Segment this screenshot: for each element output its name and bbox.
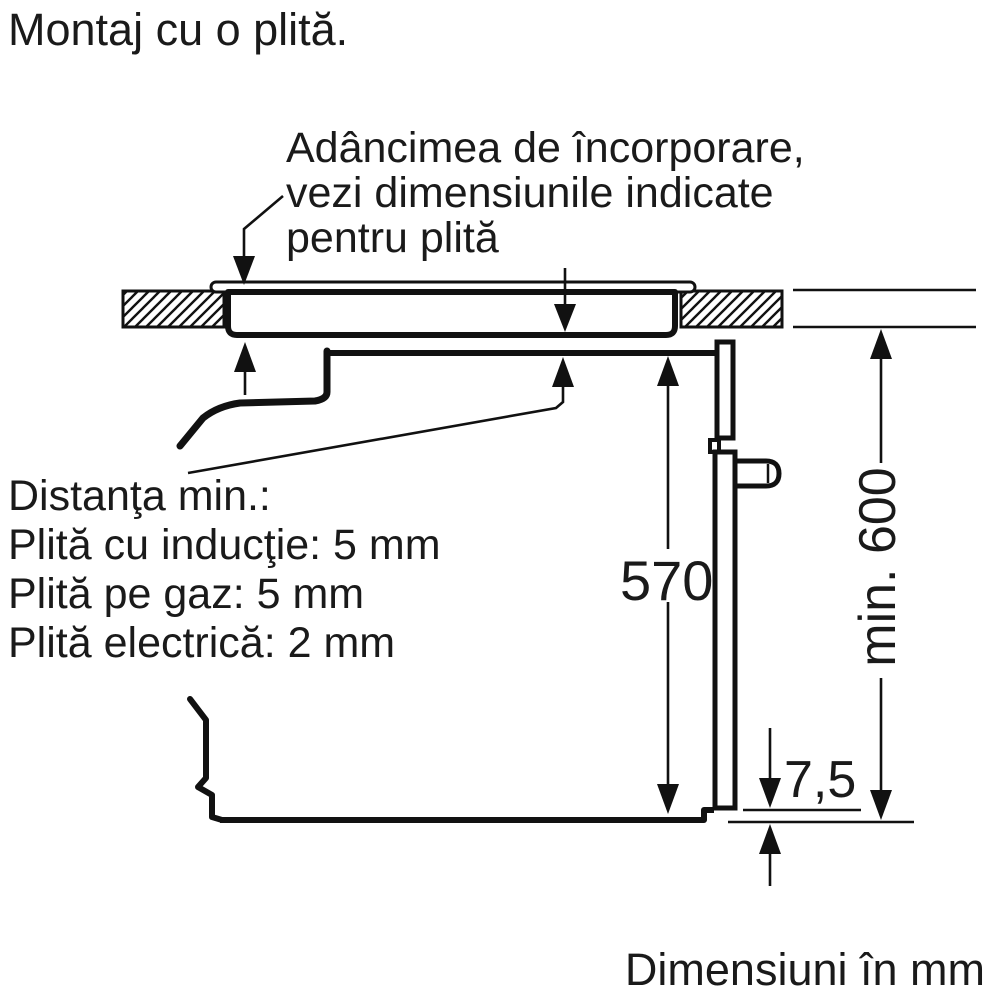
hob-depth-annotation-line1: Adâncimea de încorporare,: [286, 124, 805, 172]
oven-body-break-bottom: [187, 696, 225, 823]
min-distance-gas: Plită pe gaz: 5 mm: [8, 570, 365, 618]
countertop-continuation-lines: [793, 288, 976, 329]
min-distance-electric: Plită electrică: 2 mm: [8, 619, 396, 667]
hob-depth-leader-left: [233, 195, 284, 285]
diagram-title: Montaj cu o plită.: [8, 4, 349, 55]
dimension-75-label: 7,5: [784, 751, 857, 809]
min-distance-induction: Plită cu inducţie: 5 mm: [8, 521, 441, 569]
hob-tray: [225, 289, 678, 338]
oven-door-handle: [732, 458, 782, 489]
hob-depth-leader-right: [554, 268, 576, 332]
dimension-75-lines: [728, 728, 914, 886]
oven-bottom-edge: [220, 807, 714, 823]
oven-front-frame: [714, 339, 736, 441]
min-distance-note: Distanţa min.: Plită cu inducţie: 5 mm P…: [8, 472, 441, 668]
hob-depth-annotation-line3: pentru plită: [286, 214, 499, 262]
units-note: Dimensiuni în mm: [624, 944, 985, 995]
min-distance-arrow-front: [234, 342, 256, 395]
countertop-section-left: [121, 289, 226, 329]
countertop-section-right: [679, 289, 784, 329]
dimension-min-600-label: min. 600: [849, 467, 907, 667]
dimension-570-label: 570: [620, 549, 714, 612]
dimension-570-line: [657, 356, 679, 814]
hob-depth-annotation: Adâncimea de încorporare, vezi dimensiun…: [286, 126, 805, 261]
oven-door-panel: [712, 449, 738, 811]
hob-depth-annotation-line2: vezi dimensiunile indicate: [286, 169, 774, 217]
dimension-600-line: [870, 329, 892, 820]
oven-body-break-top: [176, 347, 331, 450]
min-distance-heading: Distanţa min.:: [8, 472, 271, 520]
min-distance-leader: [187, 357, 574, 475]
